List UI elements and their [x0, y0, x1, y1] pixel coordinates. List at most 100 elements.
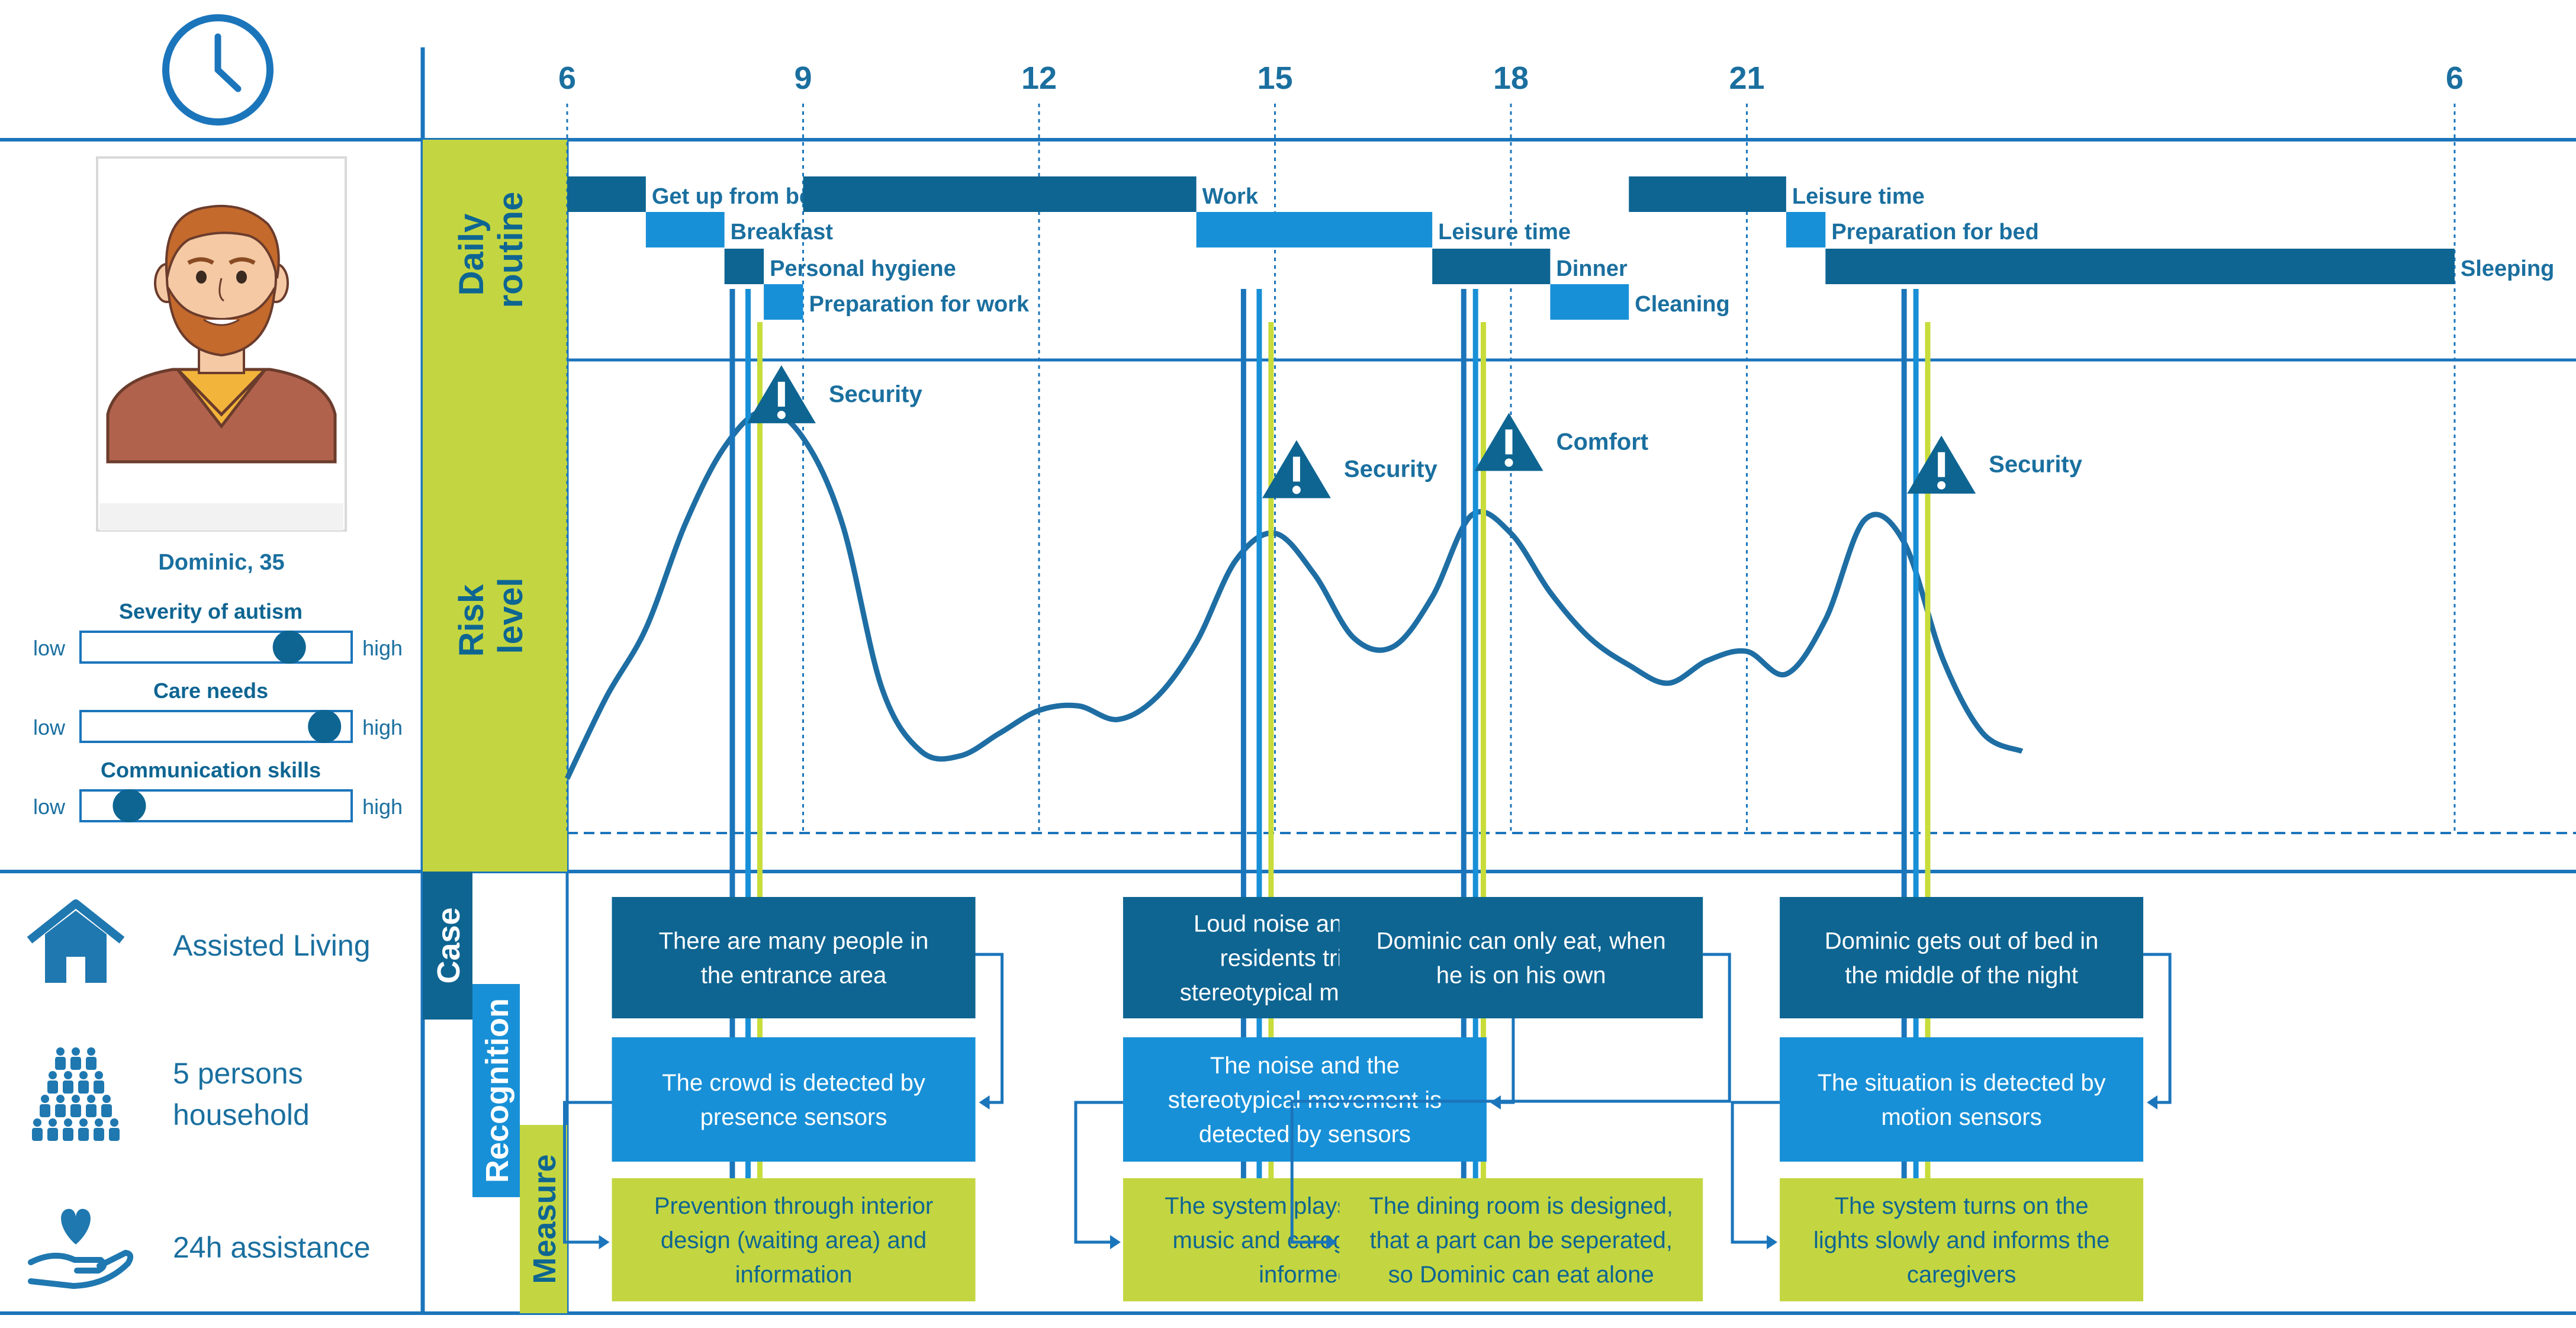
routine-bar — [724, 249, 764, 284]
routine-label: Cleaning — [1635, 292, 1729, 317]
warning-dot — [777, 410, 786, 419]
avatar — [96, 156, 347, 532]
warning-mark — [777, 381, 785, 407]
measure-label: Measure — [527, 1154, 562, 1284]
recognition-label: Recognition — [480, 998, 515, 1183]
case-label: Case — [431, 907, 467, 983]
flow-arrowhead — [1326, 1235, 1337, 1249]
scenario-case-box — [612, 897, 976, 1018]
slider-knob — [112, 789, 146, 822]
scenario-recognition-text: detected by sensors — [1199, 1121, 1411, 1147]
clock-icon — [162, 14, 274, 126]
daily-routine-label: Daily routine — [452, 192, 530, 308]
risk-level-curve — [564, 407, 2024, 780]
slider-track — [79, 710, 353, 743]
flow-arrowhead — [979, 1095, 990, 1110]
routine-label: Preparation for work — [809, 292, 1030, 317]
flow-arrowhead — [1767, 1235, 1778, 1249]
person-body — [70, 1057, 81, 1070]
person-body — [55, 1104, 66, 1117]
person-head — [95, 1071, 103, 1079]
routine-bar — [1432, 249, 1551, 284]
hand-shape — [28, 1250, 134, 1289]
scenario-measure-box — [612, 1178, 976, 1301]
person-head — [56, 1047, 65, 1056]
scenario-measure-text: caregivers — [1907, 1262, 2017, 1288]
warning-label: Security — [1989, 452, 2083, 478]
scenario-case-text: Dominic gets out of bed in — [1825, 928, 2098, 954]
person-head — [87, 1095, 95, 1103]
measure-tab — [520, 1125, 567, 1313]
person-head — [64, 1071, 72, 1079]
recognition-tab — [472, 984, 520, 1197]
person-body — [63, 1128, 73, 1141]
scenario-case-box — [1780, 897, 2144, 1018]
daily-routine-band — [423, 140, 567, 360]
slider-knob — [308, 710, 342, 743]
risk-level-label: Risk level — [452, 575, 530, 657]
person-head — [56, 1095, 65, 1103]
heart-shape — [61, 1208, 91, 1245]
scenario-measure-text: The dining room is designed, — [1369, 1193, 1673, 1219]
house-icon — [27, 899, 125, 983]
person-name: Dominic, 35 — [158, 550, 284, 575]
scenario-recognition-text: The noise and the — [1210, 1053, 1400, 1079]
context-label: 24h assistance — [173, 1231, 371, 1264]
slider-high-label: high — [362, 795, 403, 819]
context-label: 5 persons — [173, 1057, 303, 1090]
scenario-measure-text: information — [735, 1262, 853, 1288]
warning-label: Security — [1344, 456, 1438, 482]
person-body — [101, 1104, 112, 1117]
warning-triangle-icon — [1474, 413, 1543, 471]
routine-label: Sleeping — [2461, 256, 2554, 281]
scenario-measure-text: lights slowly and informs the — [1813, 1227, 2109, 1253]
routine-label: Breakfast — [731, 220, 834, 245]
person-head — [95, 1118, 103, 1127]
scenario-case-text: the entrance area — [701, 963, 887, 989]
scenario-case-text: Dominic can only eat, when — [1377, 928, 1666, 954]
warning-mark — [1292, 456, 1300, 482]
scenario-measure-text: informed — [1259, 1262, 1351, 1288]
person-head — [41, 1095, 49, 1103]
routine-bar — [1629, 176, 1786, 212]
routine-bar — [1196, 212, 1433, 247]
person-body — [78, 1081, 89, 1094]
flow-arrow — [1290, 953, 1731, 1244]
person-head — [79, 1118, 88, 1127]
scenario-case-box — [1339, 897, 1703, 1018]
flow-arrow — [563, 1101, 612, 1244]
slider-title: Communication skills — [101, 758, 321, 782]
warning-dot — [1292, 485, 1301, 494]
person-body — [47, 1128, 58, 1141]
person-head — [72, 1047, 80, 1056]
routine-bar — [1550, 284, 1629, 320]
slider-track — [79, 631, 353, 664]
person-body — [32, 1128, 43, 1141]
person-head — [49, 1071, 57, 1079]
scenario-recognition-text: The crowd is detected by — [662, 1070, 925, 1096]
scenario-measure-text: The system turns on the — [1835, 1193, 2089, 1219]
routine-bar — [764, 284, 803, 320]
scenario-recognition-text: The situation is detected by — [1818, 1070, 2106, 1096]
house-body — [45, 911, 107, 983]
flow-arrow — [975, 953, 1004, 1104]
case-tab — [423, 872, 472, 1020]
routine-label: Preparation for bed — [1831, 220, 2039, 245]
routine-bar — [645, 212, 725, 247]
flow-arrow — [1074, 1101, 1123, 1244]
tick-label: 12 — [1021, 60, 1057, 96]
tick-label: 21 — [1729, 60, 1764, 96]
warning-dot — [1937, 481, 1946, 490]
scenario-measure-text: design (waiting area) and — [661, 1227, 927, 1253]
warning-label: Comfort — [1556, 429, 1649, 455]
flow-arrowhead — [599, 1235, 610, 1249]
person-head — [79, 1071, 88, 1079]
scenario-case-text: he is on his own — [1436, 963, 1606, 989]
warning-mark — [1505, 429, 1513, 455]
routine-bar — [1786, 212, 1826, 247]
tick-label: 6 — [558, 60, 576, 96]
person-body — [86, 1057, 97, 1070]
